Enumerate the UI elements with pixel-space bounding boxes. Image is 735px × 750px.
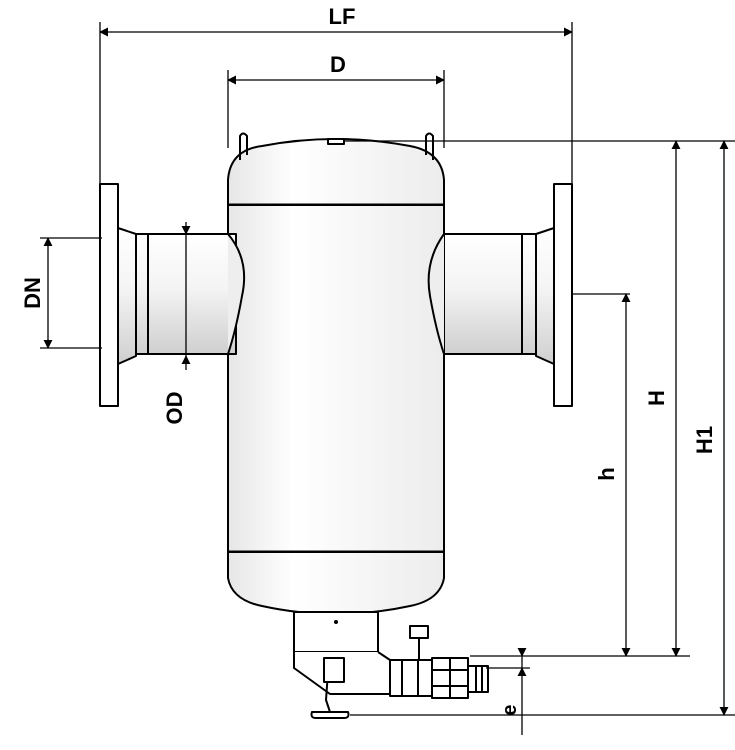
od-label: OD — [162, 392, 187, 425]
e-label: e — [499, 704, 521, 715]
dn-label: DN — [20, 277, 45, 309]
drain-assembly — [293, 611, 489, 719]
h-label: h — [594, 467, 619, 480]
d-label: D — [330, 52, 346, 77]
h-upper-label: H — [644, 390, 669, 406]
right-nozzle — [427, 183, 573, 407]
vessel-body — [227, 132, 445, 615]
h1-label: H1 — [692, 426, 717, 454]
dimension-lines — [40, 22, 735, 735]
lf-label: LF — [329, 4, 356, 29]
left-nozzle — [99, 183, 246, 407]
